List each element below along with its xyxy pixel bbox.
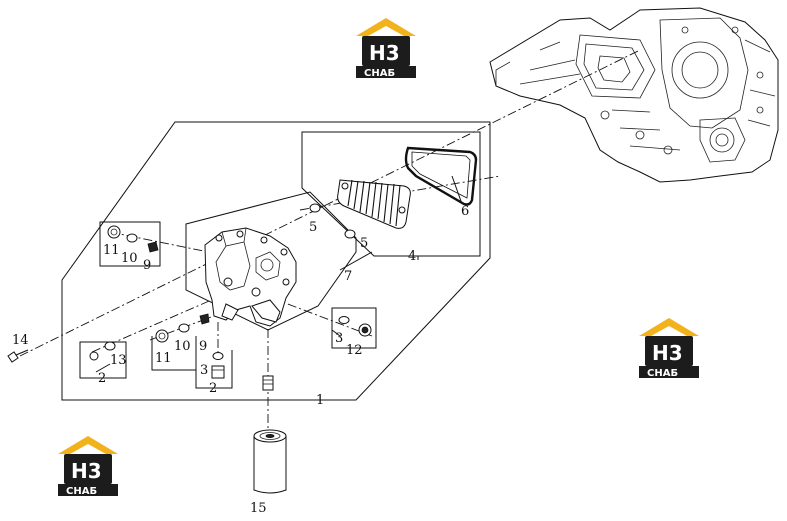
callout-10b: 10 — [174, 339, 191, 354]
callout-11a: 11 — [103, 243, 120, 258]
housing-outline-7 — [185, 191, 357, 331]
o-ring-5a — [309, 203, 321, 213]
callout-11b: 11 — [155, 351, 172, 366]
watermark-logo-right: H3 CHAБ — [639, 318, 699, 379]
o-ring-5b — [344, 229, 356, 239]
plug-group-3-2 — [195, 350, 233, 389]
logo-roof — [356, 18, 416, 36]
logo-bottom-h3: H3 — [71, 459, 102, 483]
callout-5b: 5 — [360, 236, 368, 251]
callout-2a: 2 — [98, 371, 106, 386]
callout-5a: 5 — [309, 220, 317, 235]
oil-filter-housing — [204, 227, 297, 327]
callout-2b: 2 — [209, 381, 217, 396]
callout-7: 7 — [344, 269, 352, 284]
logo-right-brand: CHAБ — [647, 368, 678, 379]
callout-3b: 3 — [335, 331, 343, 346]
bolt-14 — [7, 349, 29, 363]
callout-15: 15 — [250, 501, 267, 516]
plug-group-upper — [99, 221, 161, 267]
watermark-logo-top: H3 CHAБ — [356, 18, 416, 79]
callout-3a: 3 — [200, 363, 208, 378]
callout-10a: 10 — [121, 251, 138, 266]
callout-12: 12 — [346, 343, 363, 358]
logo-top-brand: CHAБ — [364, 68, 395, 79]
alignment-centerlines — [19, 49, 641, 430]
callout-labels: 1 4 5 5 6 7 9 10 11 9 10 11 2 13 3 2 3 1… — [12, 204, 469, 516]
logo-bottom-brand: CHAБ — [66, 486, 97, 497]
callout-4: 4 — [408, 249, 416, 264]
callout-9a: 9 — [143, 258, 151, 273]
logo-right-h3: H3 — [652, 341, 683, 365]
watermark-logo-bottom: H3 CHAБ — [58, 436, 118, 497]
oil-cooler-core — [337, 179, 411, 229]
leader-lines — [95, 175, 463, 401]
gasket-6 — [404, 146, 478, 206]
plug-group-3-12 — [331, 307, 377, 349]
filter-nipple — [262, 375, 274, 391]
callout-9b: 9 — [199, 339, 207, 354]
plug-group-2-13 — [79, 341, 127, 379]
callout-13: 13 — [110, 353, 127, 368]
engine-block-illustration — [489, 7, 779, 183]
callout-6: 6 — [461, 204, 469, 219]
logo-top-h3: H3 — [369, 41, 400, 65]
oil-filter-15 — [253, 429, 287, 494]
callout-1: 1 — [316, 393, 324, 408]
callout-14: 14 — [12, 333, 29, 348]
